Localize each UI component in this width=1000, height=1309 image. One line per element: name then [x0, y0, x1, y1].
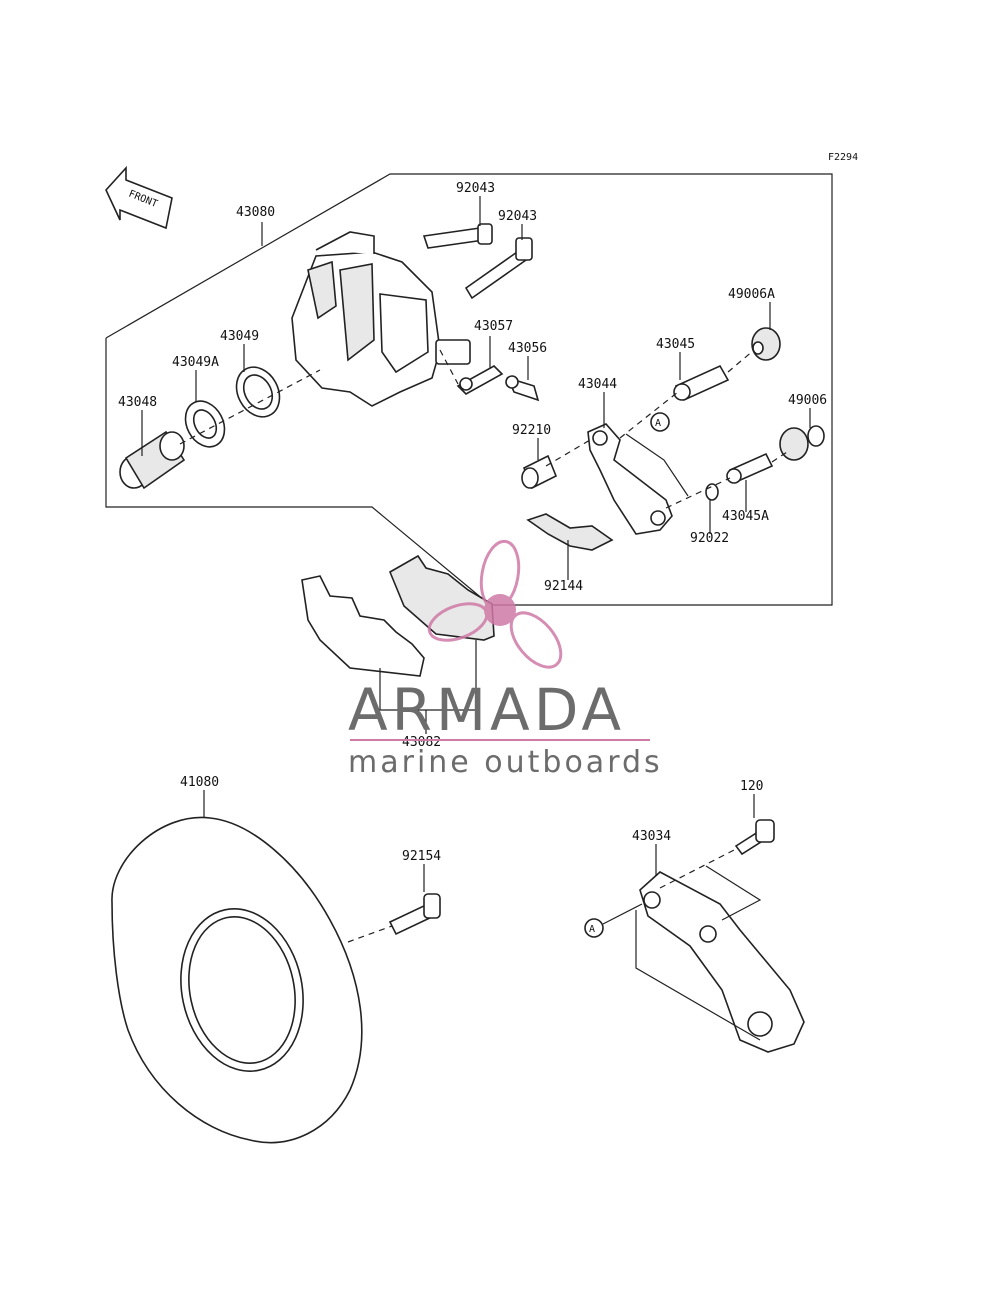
callout-92210: 92210: [512, 423, 551, 438]
boot-49006A: [751, 327, 781, 361]
figure-code: F2294: [828, 152, 858, 163]
pin-43057: [456, 365, 504, 395]
ref-a-label-2: A: [589, 924, 595, 935]
leader-lines: [141, 196, 811, 1041]
callout-43082: 43082: [402, 735, 441, 750]
brake-pads-43082: [301, 554, 495, 677]
ref-a-label-1: A: [655, 418, 661, 429]
callout-92144: 92144: [544, 579, 583, 594]
callout-92043-a: 92043: [456, 181, 495, 196]
callout-92154: 92154: [402, 849, 441, 864]
callout-92043-b: 92043: [498, 209, 537, 224]
bleeder-43056: [505, 375, 540, 402]
callout-43080: 43080: [236, 205, 275, 220]
piston-43048: [119, 430, 186, 490]
callout-43048: 43048: [118, 395, 157, 410]
callout-92022: 92022: [690, 531, 729, 546]
pin-43045: [673, 364, 730, 402]
ref-circle-a-2: A: [584, 903, 643, 938]
collar-92210: [521, 454, 558, 490]
callout-43045: 43045: [656, 337, 695, 352]
callout-43045A: 43045A: [722, 509, 769, 524]
clip-92022: [705, 483, 719, 501]
callout-43049A: 43049A: [172, 355, 219, 370]
assembly-outline: [105, 173, 833, 606]
callout-41080: 41080: [180, 775, 219, 790]
propeller-logo-icon: [427, 539, 563, 669]
pin-43045A: [726, 452, 774, 484]
watermark-title: ARMADA: [348, 676, 625, 744]
callout-labels: 43080 92043 92043 43049 43049A 43048 430…: [118, 181, 827, 864]
assembly-dashes: [179, 349, 791, 943]
bolt-92043-lower: [464, 237, 533, 300]
boot-49006: [779, 425, 825, 461]
bolt-92154: [388, 893, 441, 936]
spring-92144: [526, 513, 614, 551]
front-arrow-icon: FRONT: [105, 165, 173, 230]
bolt-92043-upper: [422, 223, 493, 249]
seal-43049: [235, 366, 281, 418]
watermark-subtitle: marine outboards: [348, 745, 663, 780]
bolt-120: [734, 819, 775, 856]
callout-43056: 43056: [508, 341, 547, 356]
callout-43034: 43034: [632, 829, 671, 844]
callout-49006: 49006: [788, 393, 827, 408]
ref-circle-a-1: A: [650, 412, 670, 432]
callout-43044: 43044: [578, 377, 617, 392]
callout-43049: 43049: [220, 329, 259, 344]
callout-49006A: 49006A: [728, 287, 775, 302]
bracket-43044: [587, 423, 673, 535]
brake-disc-41080: [111, 816, 363, 1144]
seal-43049A: [184, 400, 226, 448]
callout-43057: 43057: [474, 319, 513, 334]
link-43034: [639, 871, 805, 1053]
armada-watermark: ARMADA marine outboards: [348, 539, 663, 780]
callout-120: 120: [740, 779, 763, 794]
caliper-body: [291, 231, 471, 407]
